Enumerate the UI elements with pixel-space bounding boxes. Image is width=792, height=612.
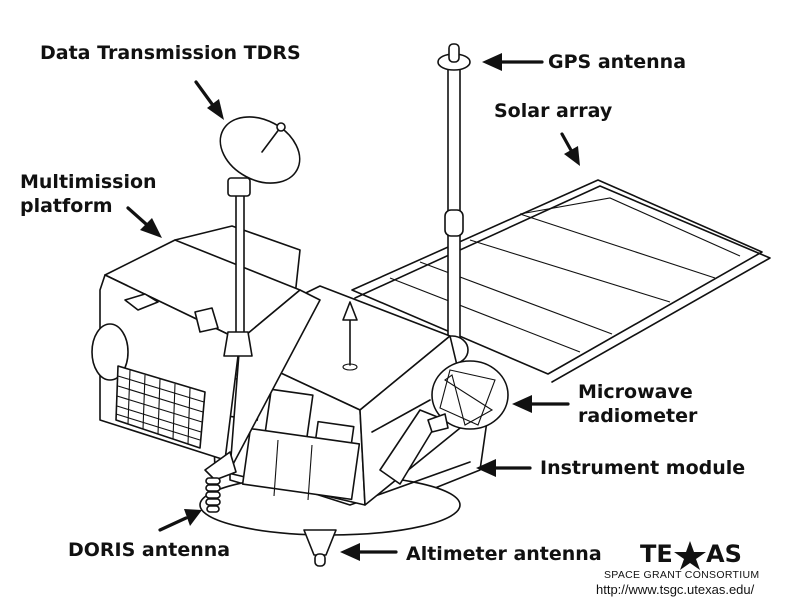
- label-instrument-module: Instrument module: [540, 457, 745, 479]
- radiator-grille: [115, 365, 206, 449]
- star-icon: [674, 541, 706, 570]
- logo-url: http://www.tsgc.utexas.edu/: [596, 582, 755, 597]
- callout-arrow-altimeter: [340, 543, 398, 561]
- label-radiometer: radiometer: [578, 405, 698, 427]
- callout-arrow-gps: [482, 53, 544, 71]
- doris-antenna-body: [204, 451, 237, 513]
- label-doris-antenna: DORIS antenna: [68, 539, 230, 561]
- label-gps-antenna: GPS antenna: [548, 51, 686, 73]
- bus-top-arrow-icon: [342, 301, 358, 371]
- logo-subtitle: SPACE GRANT CONSORTIUM: [604, 569, 759, 581]
- label-microwave: Microwave: [578, 381, 693, 403]
- altimeter-antenna-body: [303, 529, 337, 567]
- label-altimeter-antenna: Altimeter antenna: [406, 543, 602, 565]
- multimission-platform-body: [91, 225, 321, 471]
- callout-arrow-doris: [158, 509, 202, 532]
- label-multimission: Multimission: [20, 171, 157, 193]
- label-solar-array: Solar array: [494, 100, 613, 122]
- callout-arrow-solar: [560, 132, 580, 166]
- callout-arrow-instrument: [476, 459, 532, 477]
- callout-arrow-tdrs: [194, 80, 224, 120]
- callout-arrow-multimission: [126, 206, 162, 238]
- callout-arrow-microwave: [512, 395, 570, 413]
- logo-word-left: TE: [640, 540, 673, 568]
- label-data-transmission-tdrs: Data Transmission TDRS: [40, 42, 301, 64]
- tdrs-dish-antenna: [219, 116, 301, 357]
- tsgc-logo: TE AS SPACE GRANT CONSORTIUM http://www.…: [596, 540, 759, 597]
- microwave-radiometer-body: [427, 360, 509, 433]
- logo-word-right: AS: [706, 540, 742, 568]
- label-platform: platform: [20, 195, 113, 217]
